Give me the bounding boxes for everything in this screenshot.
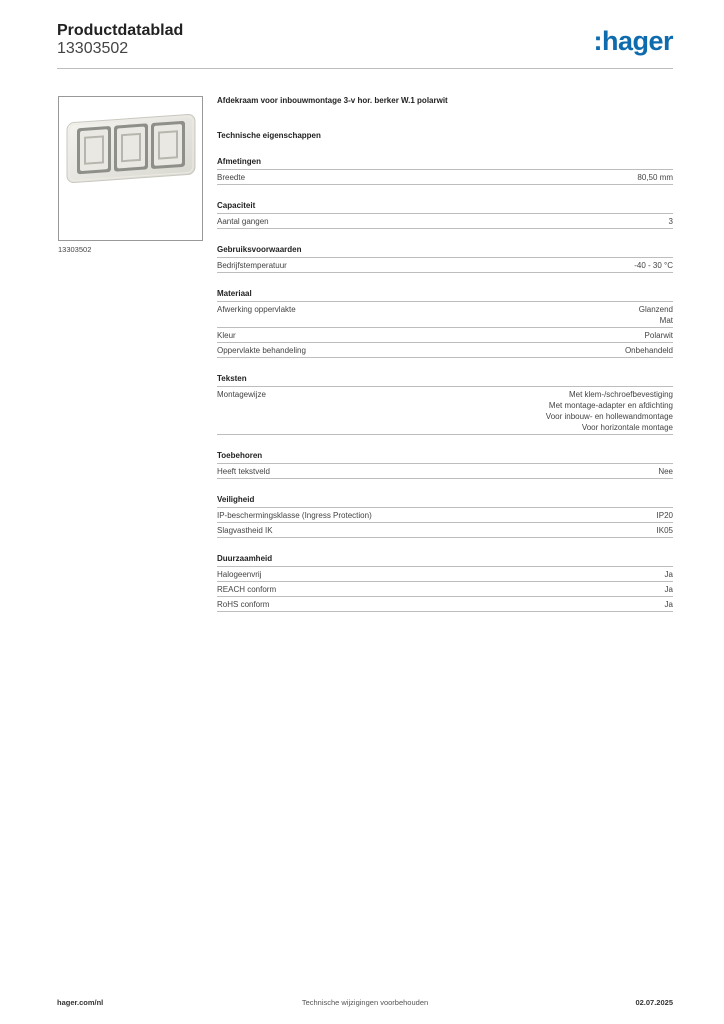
spec-row: Halogeenvrij Ja xyxy=(217,567,673,582)
header-divider xyxy=(57,68,673,69)
section-title: Materiaal xyxy=(217,289,673,302)
section-title: Capaciteit xyxy=(217,201,673,214)
spec-value: Ja xyxy=(665,569,673,580)
section-title: Afmetingen xyxy=(217,157,673,170)
spec-value: Onbehandeld xyxy=(625,345,673,356)
spec-value-line: IP20 xyxy=(656,511,673,520)
spec-value-line: IK05 xyxy=(656,526,673,535)
image-caption: 13303502 xyxy=(58,245,92,254)
section-title: Teksten xyxy=(217,374,673,387)
spec-value: Ja xyxy=(665,584,673,595)
spec-value-line: Voor horizontale montage xyxy=(581,423,673,432)
spec-row: Aantal gangen 3 xyxy=(217,214,673,229)
spec-value-line: 80,50 mm xyxy=(637,173,673,182)
spec-label: RoHS conform xyxy=(217,600,270,609)
spec-value-line: 3 xyxy=(668,217,673,226)
spec-label: Afwerking oppervlakte xyxy=(217,305,296,314)
product-frame-illustration xyxy=(66,114,196,184)
spec-value-line: Ja xyxy=(664,570,673,579)
spec-label: Bedrijfstemperatuur xyxy=(217,261,287,270)
spec-row: Bedrijfstemperatuur -40 - 30 °C xyxy=(217,258,673,273)
spec-value-line: Glanzend xyxy=(638,305,673,314)
page-header: Productdatablad 13303502 :hager xyxy=(57,22,673,70)
spec-value: Polarwit xyxy=(645,330,673,341)
spec-label: Slagvastheid IK xyxy=(217,526,273,535)
spec-label: Kleur xyxy=(217,331,236,340)
spec-value-line: Nee xyxy=(658,467,673,476)
spec-row: Kleur Polarwit xyxy=(217,328,673,343)
spec-value-line: Met klem-/schroefbevestiging xyxy=(568,390,673,399)
spec-row: Oppervlakte behandeling Onbehandeld xyxy=(217,343,673,358)
spec-value: Ja xyxy=(665,599,673,610)
product-name: Afdekraam voor inbouwmontage 3-v hor. be… xyxy=(217,96,448,105)
spec-value-line: Met montage-adapter en afdichting xyxy=(548,401,673,410)
spec-value: IK05 xyxy=(657,525,673,536)
spec-row: Montagewijze Met klem-/schroefbevestiging… xyxy=(217,387,673,435)
spec-value-line: -40 - 30 °C xyxy=(634,261,673,270)
tech-properties-title: Technische eigenschappen xyxy=(217,131,321,140)
spec-row: Heeft tekstveld Nee xyxy=(217,464,673,479)
spec-value-line: Polarwit xyxy=(644,331,673,340)
section-title: Gebruiksvoorwaarden xyxy=(217,245,673,258)
spec-label: Heeft tekstveld xyxy=(217,467,270,476)
spec-row: Breedte 80,50 mm xyxy=(217,170,673,185)
hager-logo: :hager xyxy=(593,26,673,56)
spec-row: RoHS conform Ja xyxy=(217,597,673,612)
spec-value: -40 - 30 °C xyxy=(634,260,673,271)
spec-label: Montagewijze xyxy=(217,390,266,399)
spec-label: Halogeenvrij xyxy=(217,570,262,579)
spec-label: Breedte xyxy=(217,173,246,182)
spec-value-line: Mat xyxy=(659,316,673,325)
product-image xyxy=(58,96,203,241)
product-number: 13303502 xyxy=(57,40,129,57)
spec-label: REACH conform xyxy=(217,585,277,594)
page-title: Productdatablad xyxy=(57,22,184,39)
spec-row: Slagvastheid IK IK05 xyxy=(217,523,673,538)
footer-date: 02.07.2025 xyxy=(635,998,673,1007)
spec-value: Nee xyxy=(658,466,673,477)
spec-row: IP-beschermingsklasse (Ingress Protectio… xyxy=(217,508,673,523)
spec-value-line: Ja xyxy=(664,585,673,594)
footer-website-link[interactable]: hager.com/nl xyxy=(57,998,104,1007)
spec-label: Oppervlakte behandeling xyxy=(217,346,306,355)
section-title: Duurzaamheid xyxy=(217,554,673,567)
spec-value: 80,50 mm xyxy=(637,172,673,183)
spec-label: Aantal gangen xyxy=(217,217,269,226)
spec-value-line: Voor inbouw- en hollewandmontage xyxy=(545,412,673,421)
spec-content: Afdekraam voor inbouwmontage 3-v hor. be… xyxy=(217,96,673,612)
footer-disclaimer: Technische wijzigingen voorbehouden xyxy=(301,998,429,1007)
spec-label: IP-beschermingsklasse (Ingress Protectio… xyxy=(217,511,372,520)
spec-value: 3 xyxy=(669,216,673,227)
spec-value-line: Ja xyxy=(664,600,673,609)
section-title: Veiligheid xyxy=(217,495,673,508)
spec-value: IP20 xyxy=(657,510,673,521)
spec-value-line: Onbehandeld xyxy=(624,346,673,355)
section-title: Toebehoren xyxy=(217,451,673,464)
spec-row: REACH conform Ja xyxy=(217,582,673,597)
